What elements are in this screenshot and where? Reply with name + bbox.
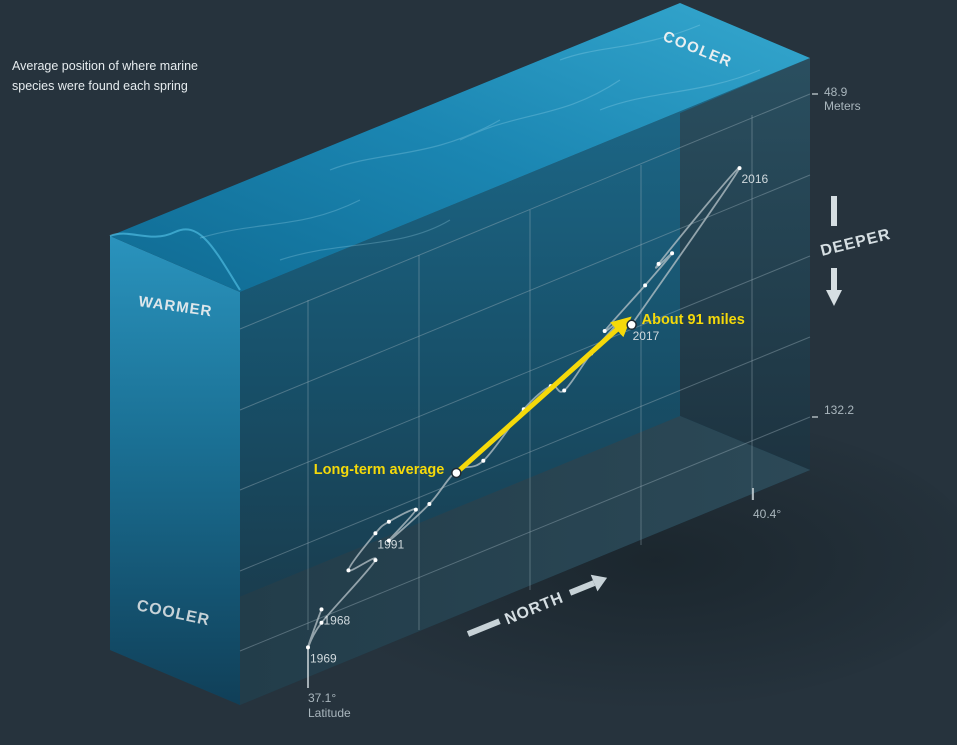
data-point [656,261,661,266]
year-label-latest: 2017 [633,329,660,343]
data-point [346,568,351,573]
lat-unit: Latitude [308,706,351,720]
depth-top-value: 48.9 [824,85,848,99]
deeper-label: DEEPER [819,226,893,260]
lat-left-value: 37.1° [308,691,336,705]
data-point [386,519,391,524]
data-point [670,251,675,256]
north-arrow-shaft [568,580,596,596]
grid [239,93,811,652]
data-point [373,558,378,563]
year-label: 1991 [377,537,404,551]
data-point [306,645,310,650]
distance-label: About 91 miles [642,312,745,328]
lat-right-value: 40.4° [753,507,781,521]
average-marker [451,467,462,479]
deeper-arrow-shaft [831,268,837,290]
year-label: 2016 [742,172,769,186]
data-point [616,320,621,325]
year-label: 1969 [310,651,337,665]
average-label: Long-term average [314,462,445,478]
right-wall [680,58,810,470]
data-point [427,502,432,507]
data-point [481,458,486,463]
left-face [110,236,240,705]
deeper-arrow: DEEPER [819,196,893,306]
data-point [602,328,607,333]
year-label: 1968 [323,613,350,627]
surface-ripples [199,24,761,261]
north-arrow-tail [466,618,501,637]
surface-edge [109,228,241,291]
deeper-arrow-tail [831,196,837,226]
data-point [562,388,567,393]
data-point [373,531,378,536]
data-point [319,620,324,625]
data-point [319,607,324,612]
latest-marker [626,319,637,331]
data-point [413,507,418,512]
north-arrow-head [590,574,608,592]
data-point [386,538,391,543]
caption: Average position of where marine species… [12,59,198,93]
distance-arrow [453,316,632,476]
data-point [737,166,742,171]
depth-bottom-value: 132.2 [824,403,854,417]
depth-unit: Meters [824,99,861,113]
deeper-arrow-head [826,290,842,306]
water-surface [110,3,810,292]
data-point [643,283,648,288]
floor-face [110,416,810,705]
